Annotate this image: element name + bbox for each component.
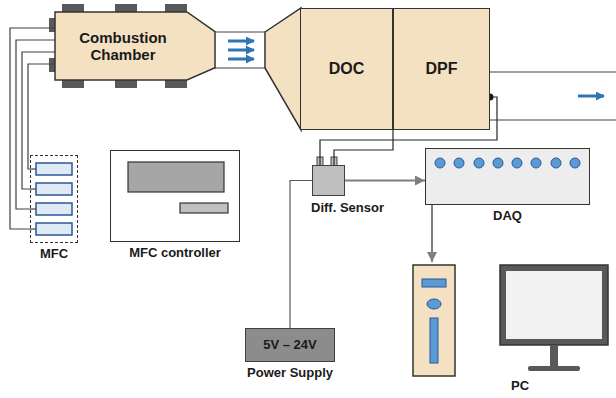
signal-arrow	[431, 205, 433, 262]
pipe-wall	[490, 71, 616, 73]
label-wrap: Combustion Chamber	[55, 12, 215, 80]
pipe-wall	[214, 67, 266, 69]
caption-label: MFC	[40, 247, 68, 262]
caption-label: MFC controller	[129, 246, 221, 261]
pc-tower	[413, 265, 455, 376]
box-label: 5V – 24V	[263, 338, 317, 353]
box-label: DOC	[329, 60, 365, 78]
label-wrap: DPF	[394, 9, 489, 129]
gas-line	[10, 28, 55, 229]
gas-line	[22, 52, 55, 189]
pc-drive	[422, 279, 446, 287]
mfc-controller: MFC controller	[110, 150, 240, 242]
flow-arrow	[228, 40, 254, 43]
power-line	[290, 181, 312, 329]
daq-channel	[435, 158, 445, 168]
pipe-wall	[490, 119, 616, 121]
mfc-unit	[36, 163, 72, 175]
daq-channel	[570, 158, 580, 168]
power-supply: 5V – 24VPower Supply	[245, 328, 335, 362]
controller-display	[128, 162, 224, 192]
pipe-wall	[214, 31, 266, 33]
mfc-unit	[36, 203, 72, 215]
monitor-base	[528, 366, 580, 371]
mfc-unit	[36, 183, 72, 195]
box-label: Combustion Chamber	[68, 29, 178, 64]
caption-label: DAQ	[493, 209, 522, 224]
daq-channel	[551, 158, 561, 168]
caption-label: Power Supply	[247, 366, 333, 381]
pc-station: PC	[413, 262, 610, 378]
pc-button	[427, 299, 441, 309]
combustion-chamber: Combustion Chamber	[55, 12, 215, 80]
dpf-section: DPF	[393, 8, 490, 130]
monitor-screen	[506, 271, 602, 339]
box-label: DPF	[426, 60, 458, 78]
pc-slot	[430, 318, 438, 363]
daq-channel	[512, 158, 522, 168]
flow-arrow	[578, 95, 604, 98]
gas-line	[28, 64, 55, 169]
monitor-stand	[550, 345, 558, 367]
daq-channel	[493, 158, 503, 168]
label-wrap: DOC	[301, 9, 392, 129]
daq-channel	[454, 158, 464, 168]
daq-channel	[474, 158, 484, 168]
signal-arrow	[345, 180, 425, 182]
flow-arrow	[228, 49, 254, 52]
controller-button	[180, 203, 228, 213]
housing-cone	[265, 8, 301, 130]
label-wrap: 5V – 24V	[246, 329, 334, 361]
flow-arrow	[228, 58, 254, 61]
monitor-frame	[500, 265, 608, 345]
gas-line	[16, 40, 55, 209]
caption-label: PC	[511, 379, 529, 394]
doc-section: DOC	[300, 8, 393, 130]
chamber-shape	[55, 12, 215, 80]
controller-body	[110, 150, 240, 242]
daq-channel	[531, 158, 541, 168]
mfc-unit	[36, 223, 72, 235]
diff-sensor: Diff. Sensor	[312, 165, 345, 196]
mfc-group: MFC	[30, 155, 78, 243]
daq-unit: DAQ	[425, 148, 590, 205]
caption-label: Diff. Sensor	[311, 201, 384, 216]
daq-body	[425, 148, 590, 205]
